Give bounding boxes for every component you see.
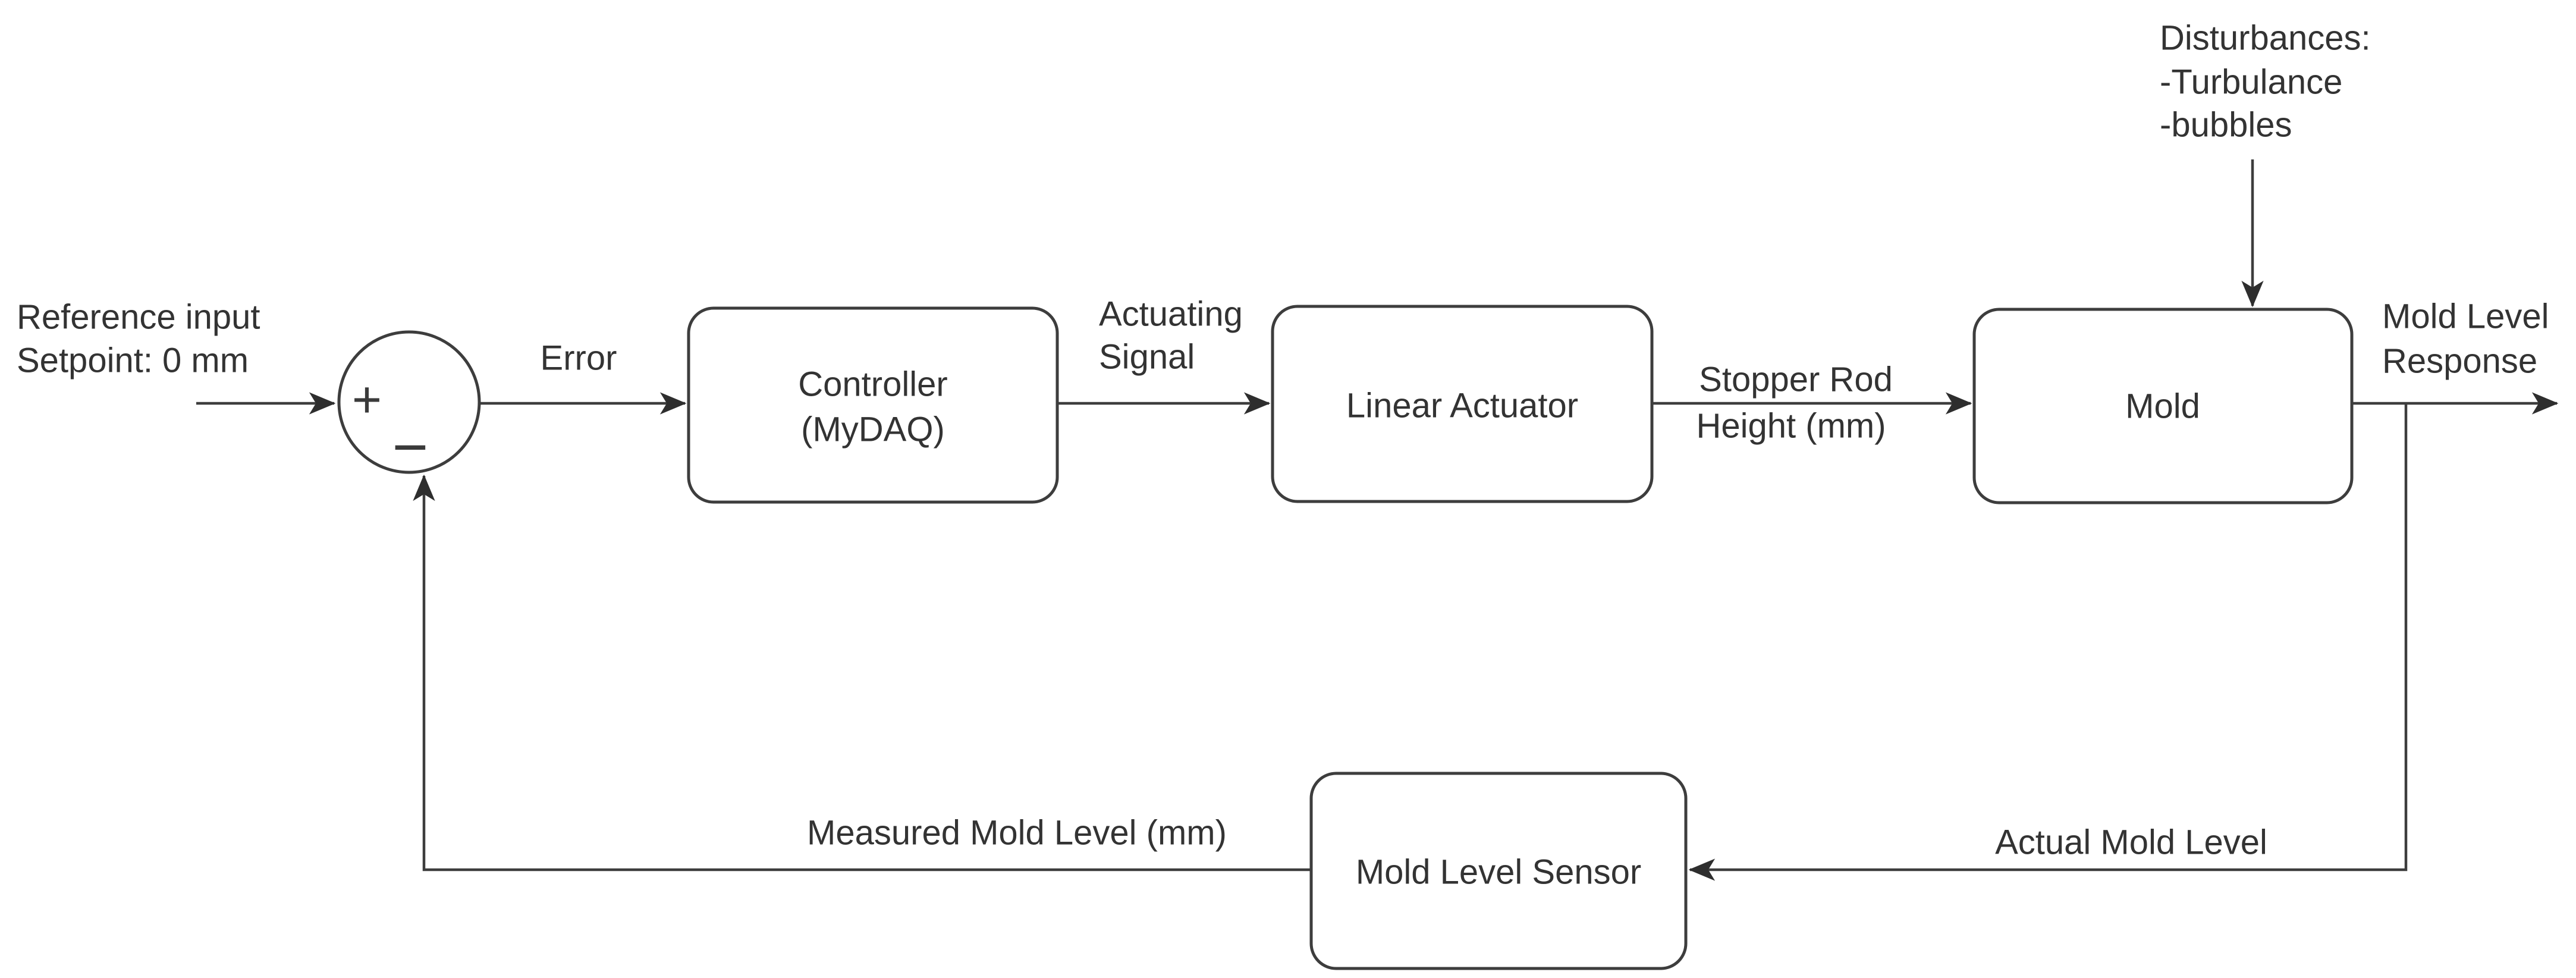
- stopper-rod-height-label: Stopper Rod Height (mm): [1696, 361, 1892, 446]
- feedback-return-arrow: [413, 474, 1311, 872]
- mold-level-sensor-label: Mold Level Sensor: [1356, 853, 1641, 892]
- summing-junction-circle: [337, 330, 481, 474]
- minus-sign: −: [392, 413, 429, 482]
- linear-actuator-block-shape: [1271, 305, 1654, 503]
- stopper-rod-line1: Stopper Rod: [1699, 361, 1893, 399]
- actual-mold-level-label: Actual Mold Level: [1995, 823, 2267, 862]
- feedback-branch-arrow: [1688, 403, 2408, 881]
- mold-level-response-line2: Response: [2382, 342, 2537, 381]
- stopper-rod-line2: Height (mm): [1696, 407, 1886, 446]
- plus-sign: +: [352, 371, 382, 428]
- controller-label-line2: (MyDAQ): [801, 410, 945, 449]
- error-label: Error: [541, 339, 617, 378]
- mold-level-sensor-block: Mold Level Sensor: [1309, 772, 1688, 970]
- controller-block-shape: [687, 306, 1059, 504]
- linear-actuator-label: Linear Actuator: [1346, 387, 1578, 425]
- summing-junction: + −: [337, 330, 481, 482]
- mold-level-response-line1: Mold Level: [2382, 297, 2549, 336]
- mold-block-shape: [1972, 308, 2354, 504]
- disturbances-label: Disturbances: -Turbulance -bubbles: [2160, 19, 2371, 145]
- mold-level-response-label: Mold Level Response: [2382, 297, 2549, 381]
- actuating-signal-line2: Signal: [1099, 338, 1195, 377]
- reference-input-line2: Setpoint: 0 mm: [17, 341, 249, 380]
- actuating-signal-line1: Actuating: [1099, 295, 1243, 334]
- disturbances-line1: Disturbances:: [2160, 19, 2371, 58]
- disturbances-line3: -bubbles: [2160, 106, 2292, 145]
- mold-level-sensor-block-shape: [1309, 772, 1688, 970]
- disturbances-line2: -Turbulance: [2160, 63, 2342, 102]
- linear-actuator-block: Linear Actuator: [1271, 305, 1654, 503]
- controller-block: Controller (MyDAQ): [687, 306, 1059, 504]
- measured-mold-level-label: Measured Mold Level (mm): [807, 814, 1227, 852]
- reference-input-line1: Reference input: [17, 298, 260, 337]
- mold-label: Mold: [2125, 387, 2200, 426]
- mold-block: Mold: [1972, 308, 2354, 504]
- actuating-signal-label: Actuating Signal: [1099, 295, 1243, 377]
- reference-input-label: Reference input Setpoint: 0 mm: [17, 298, 260, 380]
- controller-label-line1: Controller: [798, 365, 947, 404]
